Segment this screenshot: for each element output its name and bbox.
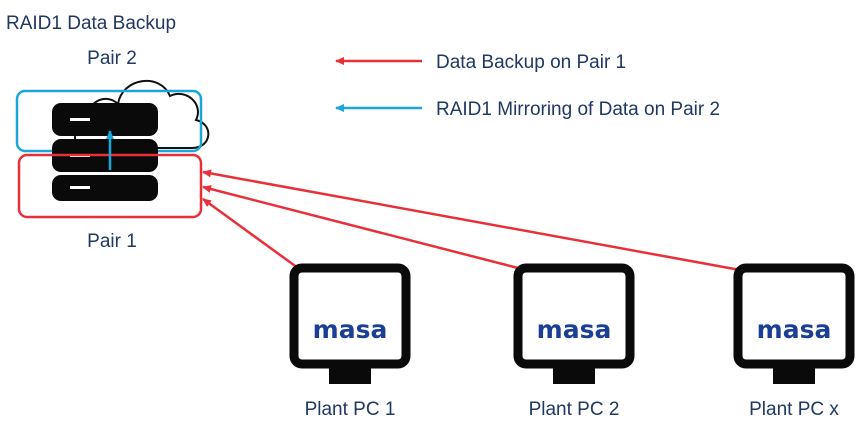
backup-arrow-pc-2: [202, 185, 519, 270]
plant-pc-1: masa Plant PC 1: [289, 263, 411, 420]
pair-1-label: Pair 1: [87, 231, 137, 252]
backup-arrow-pc-1: [202, 197, 299, 270]
plant-pc-x: masa Plant PC x: [733, 263, 855, 420]
diagram-title: RAID1 Data Backup: [6, 13, 176, 34]
pc-label: Plant PC 1: [305, 399, 396, 420]
monitor-icon: [733, 263, 855, 384]
monitor-icon: [513, 263, 635, 384]
server-stack-icon: [52, 103, 158, 201]
pc-label: Plant PC x: [749, 399, 839, 420]
legend-backup-label: Data Backup on Pair 1: [436, 52, 626, 73]
masa-logo: masa: [537, 315, 612, 344]
monitor-icon: [289, 263, 411, 384]
masa-logo: masa: [757, 315, 832, 344]
pair-2-label: Pair 2: [87, 48, 137, 69]
backup-arrow-pc-x: [202, 169, 741, 272]
legend-mirror-label: RAID1 Mirroring of Data on Pair 2: [436, 99, 720, 120]
pc-label: Plant PC 2: [529, 399, 620, 420]
masa-logo: masa: [313, 315, 388, 344]
plant-pc-2: masa Plant PC 2: [513, 263, 635, 420]
